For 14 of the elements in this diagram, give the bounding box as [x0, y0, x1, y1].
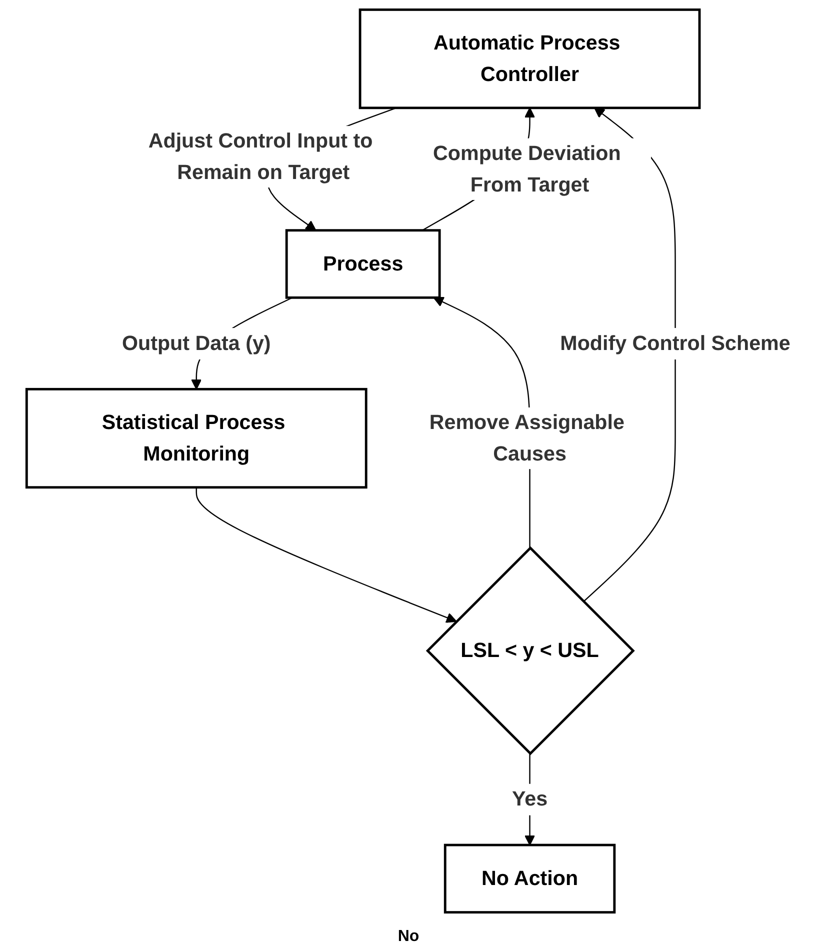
edge-label: Modify Control Scheme: [560, 332, 790, 355]
edge-label: Adjust Control Input to Remain on Target: [148, 129, 373, 184]
node-box: Process: [285, 229, 441, 299]
edge-label: Remove Assignable Causes: [429, 410, 624, 465]
arrow: [583, 107, 676, 602]
note-label: No: [398, 928, 420, 946]
node-box: No Action: [444, 844, 616, 914]
edge-label: Compute Deviation From Target: [433, 142, 621, 196]
node-box: Automatic Process Controller: [358, 8, 701, 110]
edge-label: Yes: [512, 787, 548, 810]
arrow: [196, 487, 457, 623]
node-box: Statistical Process Monitoring: [25, 388, 368, 489]
edge-label: Output Data (y): [122, 332, 271, 355]
node-diamond: LSL < y < USL: [426, 546, 635, 756]
